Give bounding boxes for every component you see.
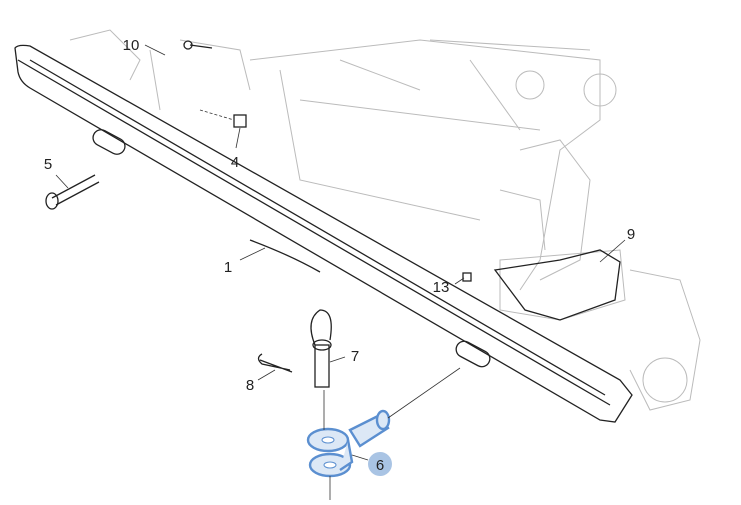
leader-lines [55, 44, 626, 461]
bolt-5 [45, 174, 100, 210]
bolt-10 [183, 40, 213, 50]
callout-13: 13 [433, 279, 450, 296]
clevis-6 [306, 367, 461, 500]
chassis-frame [69, 29, 701, 411]
callout-6: 6 [376, 457, 384, 474]
callout-4: 4 [231, 154, 239, 171]
callout-8: 8 [246, 377, 254, 394]
bracket-9 [493, 249, 621, 321]
callout-6-highlight [368, 452, 392, 476]
clip-8 [257, 353, 293, 373]
callout-1: 1 [224, 259, 232, 276]
callout-10: 10 [123, 37, 140, 54]
pin-7 [310, 309, 332, 388]
callout-5: 5 [44, 156, 52, 173]
nut-13 [462, 272, 472, 282]
callout-7: 7 [351, 348, 359, 365]
bumper-beam [14, 44, 633, 423]
callout-9: 9 [627, 226, 635, 243]
nut-4 [199, 109, 247, 128]
